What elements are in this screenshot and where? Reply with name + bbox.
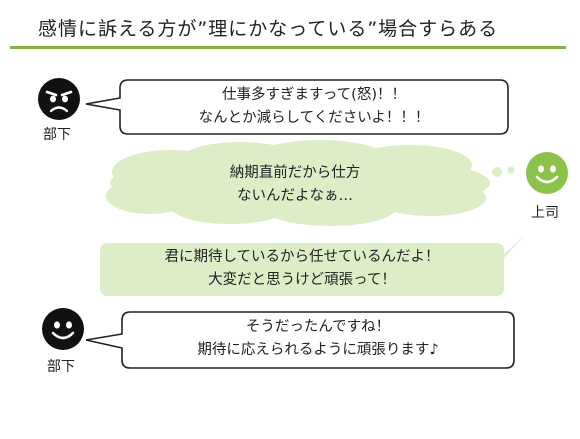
bubble-1-text: 仕事多すぎますって(怒)！！ なんとか減らしてくださいよ！！！: [128, 84, 500, 130]
title-underline: [10, 46, 566, 49]
speech-bubble-3: [100, 232, 528, 296]
bubble-4-text: そうだったんですね！ 期待に応えられるように頑張ります♪: [130, 316, 506, 362]
slide-title: 感情に訴える方が”理にかなっている”場合すらある: [38, 18, 499, 40]
thought-line-1: 納期直前だから仕方: [229, 165, 361, 181]
bubble-4-line-2: 期待に応えられるように頑張ります♪: [197, 342, 439, 358]
bubble-1-line-1: 仕事多すぎますって(怒)！！: [221, 87, 406, 103]
angry-face-icon: [38, 78, 80, 120]
smile-face-icon-subordinate: [42, 308, 84, 350]
bubble-3-line-1: 君に期待しているから任せているんだよ！: [164, 249, 440, 265]
bubble-1-line-2: なんとか減らしてくださいよ！！！: [198, 110, 430, 126]
bubble-4-line-1: そうだったんですね！: [245, 319, 391, 335]
speech-bubble-1: [85, 79, 509, 135]
thought-cloud: [106, 140, 515, 226]
bubble-3-line-2: 大変だと思うけど頑張って！: [208, 272, 396, 288]
thought-cloud-text: 納期直前だから仕方 ないんだよなぁ…: [160, 162, 430, 208]
smile-face-icon-boss: [526, 152, 568, 194]
speech-bubble-4: [85, 311, 515, 369]
speaker-label-subordinate-2: 部下: [47, 359, 75, 375]
speaker-label-subordinate: 部下: [43, 127, 71, 143]
speaker-label-boss: 上司: [531, 205, 559, 221]
thought-line-2: ないんだよなぁ…: [237, 188, 353, 204]
bubble-3-text: 君に期待しているから任せているんだよ！ 大変だと思うけど頑張って！: [104, 246, 500, 292]
